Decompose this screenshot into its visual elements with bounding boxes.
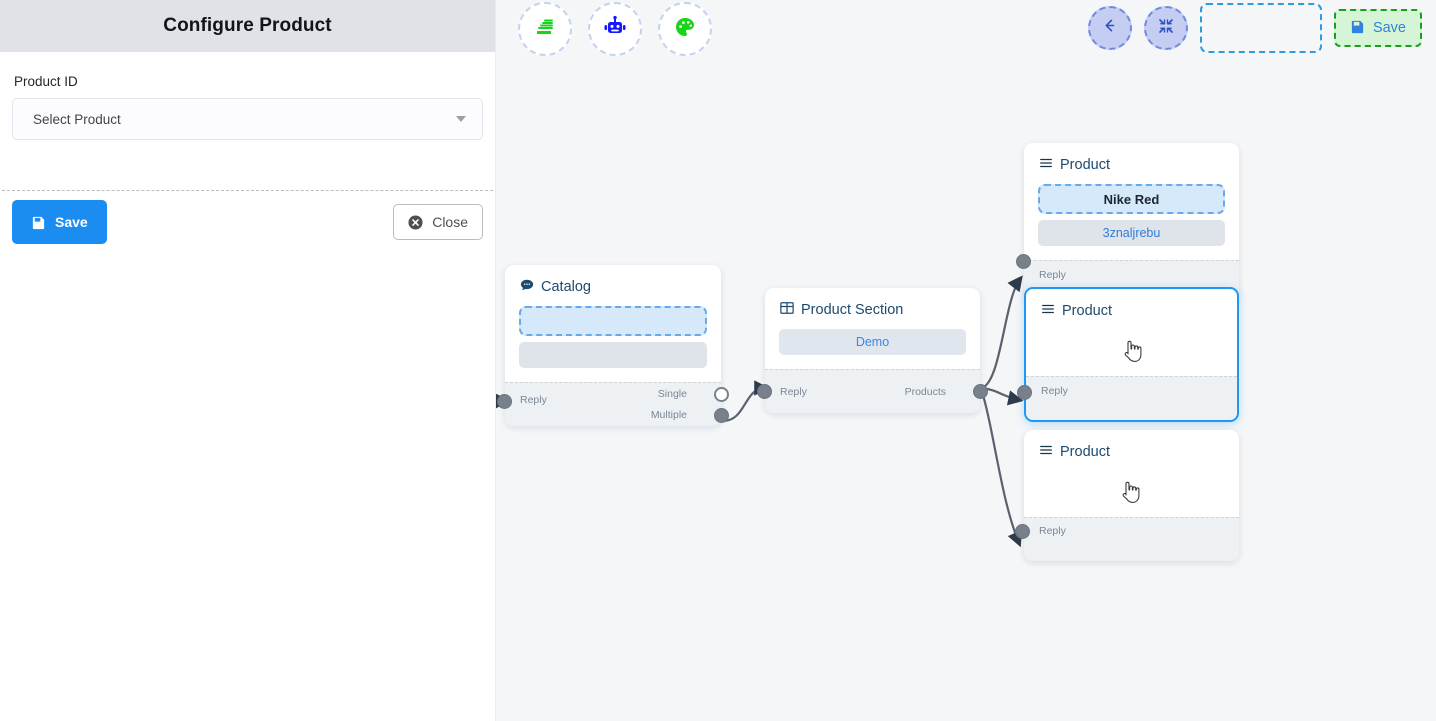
panel-header: Configure Product bbox=[0, 0, 495, 52]
node-product-3-title: Product bbox=[1060, 444, 1110, 460]
x-circle-icon bbox=[408, 214, 423, 230]
node-product-section-footer: Reply Products bbox=[757, 369, 988, 413]
save-button[interactable]: Save bbox=[12, 200, 107, 244]
canvas-tool-group-left bbox=[518, 2, 712, 56]
theme-tool-button[interactable] bbox=[658, 2, 712, 56]
node-product-section-header: Product Section bbox=[765, 288, 980, 329]
node-product-section-title: Product Section bbox=[801, 302, 904, 318]
node-product-2-body bbox=[1026, 330, 1237, 376]
robot-icon bbox=[603, 15, 627, 44]
product-3-port-reply-label: Reply bbox=[1039, 525, 1066, 537]
canvas-tool-group-right: Save bbox=[1087, 0, 1422, 56]
floppy-disk-icon bbox=[1350, 19, 1365, 38]
close-button-label: Close bbox=[432, 214, 468, 230]
node-catalog[interactable]: Catalog Reply Single Multiple bbox=[497, 265, 729, 426]
product-3-row-1[interactable] bbox=[1038, 471, 1225, 503]
configure-product-panel: Configure Product Product ID Select Prod… bbox=[0, 0, 496, 721]
catalog-port-multiple-label: Multiple bbox=[650, 409, 687, 421]
node-catalog-header: Catalog bbox=[505, 265, 721, 306]
product-section-demo-label: Demo bbox=[855, 335, 890, 349]
chat-bubble-icon bbox=[520, 278, 534, 296]
panel-divider bbox=[2, 190, 493, 191]
node-product-3-footer: Reply bbox=[1015, 517, 1239, 561]
grid-table-icon bbox=[780, 301, 794, 319]
node-product-2-header: Product bbox=[1026, 289, 1237, 330]
catalog-port-single[interactable] bbox=[714, 387, 729, 402]
catalog-row-1[interactable] bbox=[519, 306, 707, 336]
hamburger-icon bbox=[1041, 302, 1055, 320]
product-select-value: Select Product bbox=[33, 111, 121, 127]
node-catalog-footer: Reply Single Multiple bbox=[497, 382, 729, 426]
fit-screen-button[interactable] bbox=[1143, 6, 1188, 50]
node-product-3[interactable]: Product Reply bbox=[1015, 430, 1239, 561]
flow-canvas[interactable]: Save bbox=[496, 0, 1436, 721]
catalog-port-multiple[interactable] bbox=[714, 408, 729, 423]
product-2-row-1[interactable] bbox=[1040, 330, 1223, 362]
catalog-row-2[interactable] bbox=[519, 342, 707, 368]
hamburger-icon bbox=[1039, 156, 1053, 174]
stack-icon bbox=[533, 15, 557, 44]
product-id-label: Product ID bbox=[14, 74, 78, 89]
close-button[interactable]: Close bbox=[393, 204, 483, 240]
node-product-section-body: Demo bbox=[765, 329, 980, 369]
node-product-3-body bbox=[1024, 471, 1239, 517]
product-1-row-1[interactable]: Nike Red bbox=[1038, 184, 1225, 214]
product-section-port-products[interactable] bbox=[973, 384, 988, 399]
catalog-port-reply[interactable] bbox=[497, 394, 512, 409]
chevron-down-icon bbox=[456, 116, 466, 122]
product-1-row-2[interactable]: 3znaljrebu bbox=[1038, 220, 1225, 246]
product-section-port-reply[interactable] bbox=[757, 384, 772, 399]
node-catalog-title: Catalog bbox=[541, 279, 591, 295]
catalog-port-reply-label: Reply bbox=[520, 394, 547, 406]
hamburger-icon bbox=[1039, 443, 1053, 461]
node-product-3-header: Product bbox=[1024, 430, 1239, 471]
node-product-2-title: Product bbox=[1062, 303, 1112, 319]
back-arrow-icon bbox=[1100, 16, 1119, 40]
panel-actions: Save Close bbox=[0, 200, 495, 244]
product-1-port-reply-label: Reply bbox=[1039, 269, 1066, 281]
product-3-port-reply[interactable] bbox=[1015, 524, 1030, 539]
node-product-1-title: Product bbox=[1060, 157, 1110, 173]
node-product-1[interactable]: Product Nike Red 3znaljrebu Reply bbox=[1016, 143, 1239, 304]
canvas-save-button[interactable]: Save bbox=[1333, 9, 1422, 47]
fit-screen-icon bbox=[1157, 17, 1175, 40]
empty-dashed-slot[interactable] bbox=[1199, 3, 1322, 53]
node-product-1-body: Nike Red 3znaljrebu bbox=[1024, 184, 1239, 260]
node-product-2[interactable]: Product Reply bbox=[1017, 287, 1239, 422]
floppy-disk-icon bbox=[31, 215, 46, 230]
product-section-port-products-label: Products bbox=[904, 385, 946, 398]
node-catalog-body bbox=[505, 306, 721, 382]
product-section-demo-button[interactable]: Demo bbox=[779, 329, 966, 355]
product-select[interactable]: Select Product bbox=[12, 98, 483, 140]
canvas-save-label: Save bbox=[1372, 20, 1406, 36]
back-button[interactable] bbox=[1087, 6, 1132, 50]
product-2-port-reply-label: Reply bbox=[1041, 385, 1068, 397]
node-product-1-header: Product bbox=[1024, 143, 1239, 184]
node-product-2-footer: Reply bbox=[1017, 376, 1237, 420]
product-section-port-reply-label: Reply bbox=[780, 385, 807, 398]
page-title: Configure Product bbox=[163, 15, 332, 36]
product-1-row-1-text: Nike Red bbox=[1103, 191, 1160, 207]
stack-tool-button[interactable] bbox=[518, 2, 572, 56]
product-2-port-reply[interactable] bbox=[1017, 385, 1032, 400]
catalog-port-single-label: Single bbox=[657, 388, 687, 400]
node-product-section[interactable]: Product Section Demo Reply Products bbox=[757, 288, 988, 413]
bot-tool-button[interactable] bbox=[588, 2, 642, 56]
palette-icon bbox=[673, 15, 697, 44]
product-1-row-2-text: 3znaljrebu bbox=[1102, 226, 1161, 240]
product-1-port-reply[interactable] bbox=[1016, 254, 1031, 269]
save-button-label: Save bbox=[55, 214, 88, 230]
panel-body: Product ID Select Product bbox=[0, 52, 495, 140]
